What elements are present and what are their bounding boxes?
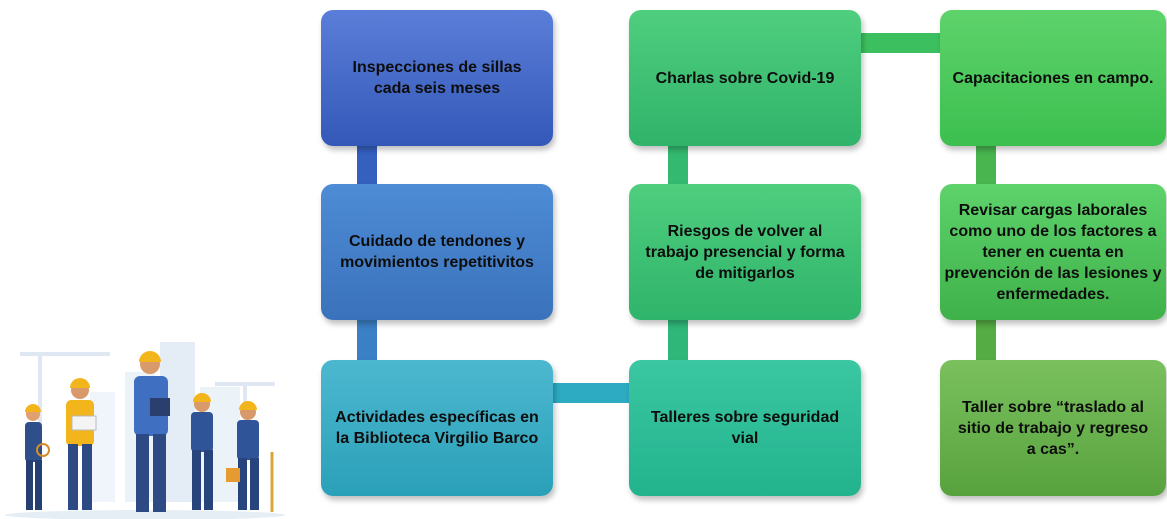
worker-2-icon [66,378,97,510]
connector-b1-b2 [357,140,377,190]
connector-b3-g3 [548,383,634,403]
box-capacitaciones-campo: Capacitaciones en campo. [940,10,1166,146]
connector-r1-r2 [976,140,996,190]
worker-1-icon [25,404,50,510]
box-label: Taller sobre “traslado al sitio de traba… [957,398,1149,458]
box-talleres-seguridad-vial: Talleres sobre seguridad vial [629,360,861,496]
connector-g3-g2 [668,314,688,366]
box-actividades-biblioteca: Actividades específicas en la Biblioteca… [321,360,553,496]
connector-g2-g1 [668,140,688,190]
box-label: Riesgos de volver al trabajo presencial … [645,222,845,282]
box-label: Actividades específicas en la Biblioteca… [335,409,539,447]
box-inspecciones-sillas: Inspecciones de sillas cada seis meses [321,10,553,146]
worker-4-icon [191,393,213,510]
box-label: Capacitaciones en campo. [952,69,1154,87]
box-taller-traslado: Taller sobre “traslado al sitio de traba… [940,360,1166,496]
box-revisar-cargas: Revisar cargas laborales como uno de los… [940,184,1166,320]
box-label: Cuidado de tendones y movimientos repeti… [340,233,534,271]
worker-5-icon [226,401,274,512]
connector-b2-b3 [357,314,377,366]
construction-workers-illustration [5,342,285,519]
connector-g1-r1 [856,33,946,53]
box-cuidado-tendones: Cuidado de tendones y movimientos repeti… [321,184,553,320]
box-riesgos-volver: Riesgos de volver al trabajo presencial … [629,184,861,320]
box-charlas-covid: Charlas sobre Covid-19 [629,10,861,146]
box-label: Inspecciones de sillas cada seis meses [352,59,522,97]
box-label: Revisar cargas laborales como uno de los… [944,201,1162,303]
box-label: Talleres sobre seguridad vial [650,409,840,447]
worker-3-icon [134,351,170,512]
connector-r2-r3 [976,314,996,366]
box-label: Charlas sobre Covid-19 [655,69,835,87]
